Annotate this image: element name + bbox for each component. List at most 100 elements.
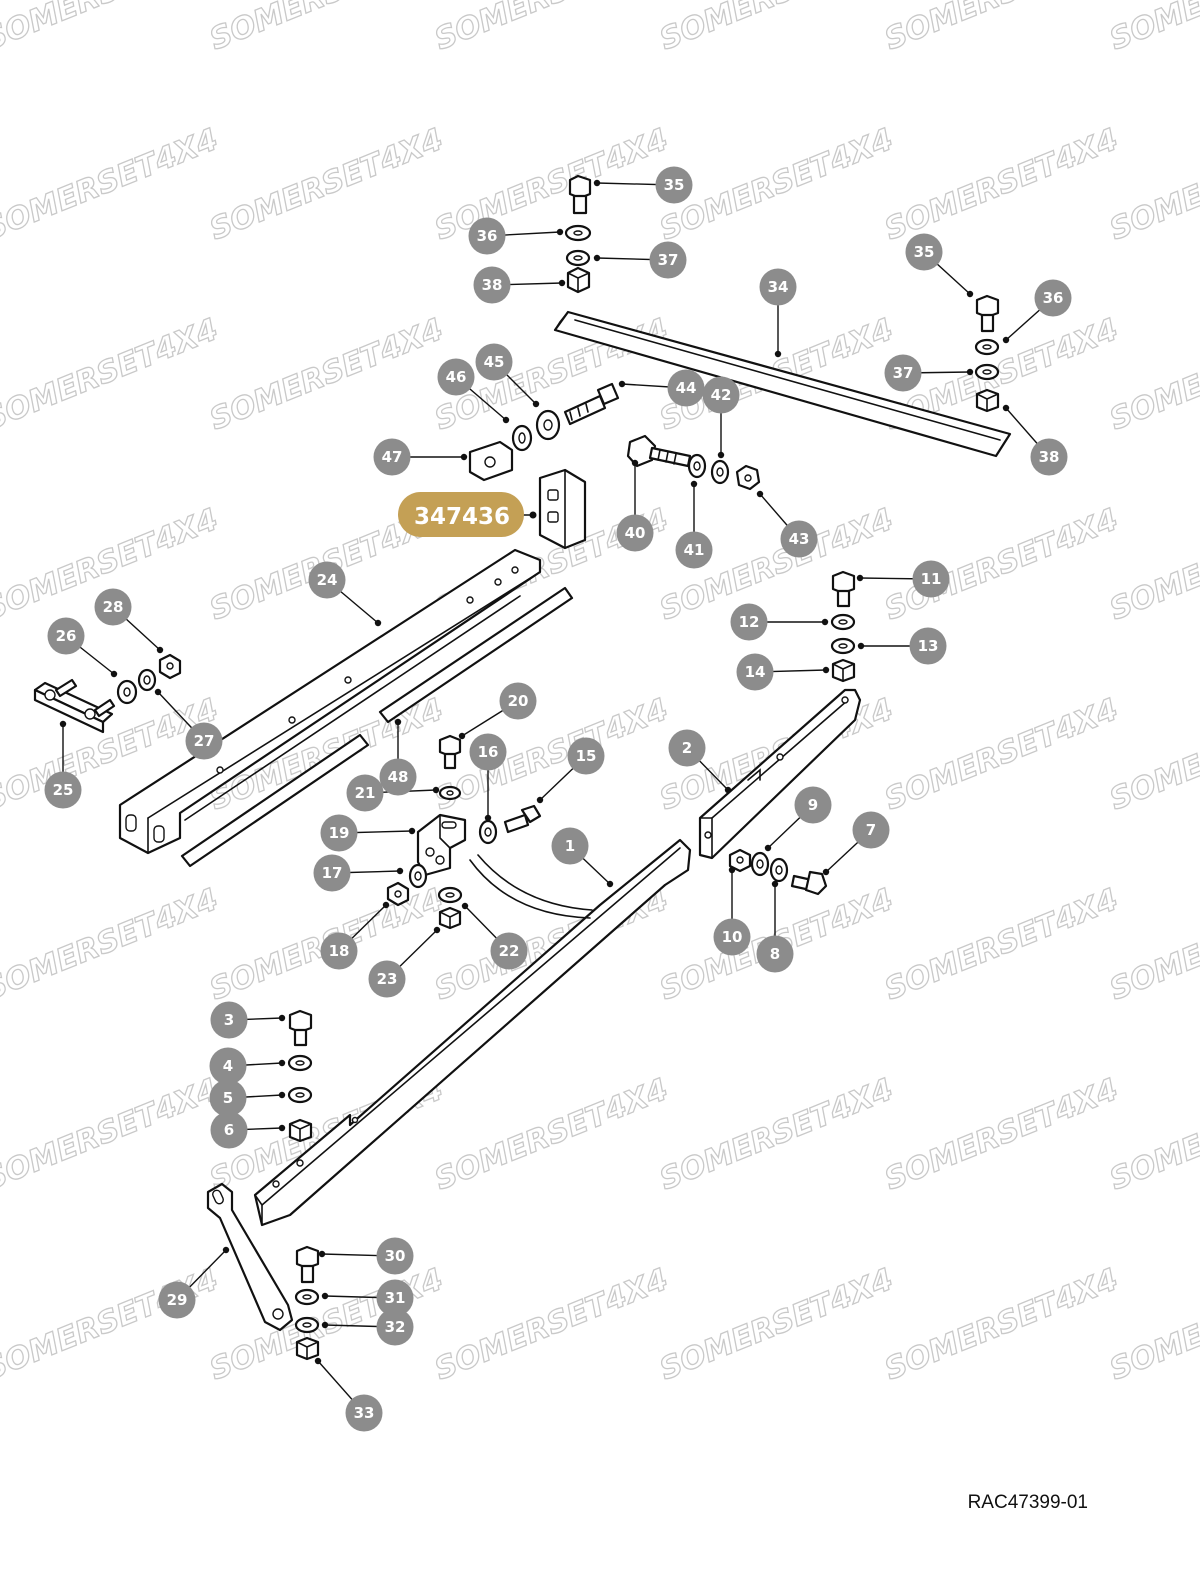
callout-28[interactable]: 28 <box>94 588 132 626</box>
watermark-text: SOMERSET4X4 <box>205 0 448 57</box>
callout-42[interactable]: 42 <box>702 376 740 414</box>
part-frame-rail-24 <box>118 548 542 855</box>
callout-number: 15 <box>576 747 597 765</box>
part-washer-26 <box>116 679 138 705</box>
callout-38[interactable]: 38 <box>473 266 511 304</box>
callout-40[interactable]: 40 <box>616 514 654 552</box>
callout-5[interactable]: 5 <box>209 1079 247 1117</box>
part-bolt-30 <box>295 1245 320 1284</box>
callout-27[interactable]: 27 <box>185 722 223 760</box>
callout-number: 28 <box>103 598 124 616</box>
highlighted-part-callout[interactable]: 347436 <box>398 492 537 537</box>
part-washer-42 <box>710 459 730 485</box>
callout-26[interactable]: 26 <box>47 617 85 655</box>
callout-31[interactable]: 31 <box>376 1279 414 1317</box>
callout-12[interactable]: 12 <box>730 603 768 641</box>
part-washer-46 <box>511 424 533 452</box>
callout-10[interactable]: 10 <box>713 918 751 956</box>
callout-19[interactable]: 19 <box>320 814 358 852</box>
callout-45[interactable]: 45 <box>475 343 513 381</box>
part-nut-14 <box>831 658 856 683</box>
callout-number: 41 <box>684 541 705 559</box>
callout-36[interactable]: 36 <box>468 217 506 255</box>
callout-number: 38 <box>1039 448 1060 466</box>
leader-anchor-dot <box>314 1357 322 1365</box>
callout-11[interactable]: 11 <box>912 560 950 598</box>
leader-anchor-dot <box>321 1292 329 1300</box>
callout-number: 26 <box>56 627 77 645</box>
callout-number: 10 <box>722 928 743 946</box>
callout-21[interactable]: 21 <box>346 774 384 812</box>
callout-number: 45 <box>484 353 505 371</box>
callout-20[interactable]: 20 <box>499 682 537 720</box>
callout-35[interactable]: 35 <box>905 233 943 271</box>
leader-anchor-dot <box>717 451 725 459</box>
watermark-layer: SOMERSET4X4SOMERSET4X4SOMERSET4X4SOMERSE… <box>0 0 1200 1388</box>
callout-3[interactable]: 3 <box>210 1001 248 1039</box>
leader-anchor-dot <box>618 380 626 388</box>
callout-34[interactable]: 34 <box>759 268 797 306</box>
callout-44[interactable]: 44 <box>667 369 705 407</box>
part-strut-29 <box>206 1182 294 1332</box>
part-nut-18 <box>386 881 410 907</box>
watermark-text: SOMERSET4X4 <box>1105 502 1200 627</box>
callout-47[interactable]: 47 <box>373 438 411 476</box>
leader-anchor-dot <box>432 786 440 794</box>
callout-23[interactable]: 23 <box>368 960 406 998</box>
callout-2[interactable]: 2 <box>668 729 706 767</box>
callout-46[interactable]: 46 <box>437 358 475 396</box>
part-washer-17 <box>408 863 428 889</box>
watermark-text: SOMERSET4X4 <box>655 1262 898 1387</box>
callout-18[interactable]: 18 <box>320 932 358 970</box>
callout-22[interactable]: 22 <box>490 932 528 970</box>
callout-33[interactable]: 33 <box>345 1394 383 1432</box>
callout-1[interactable]: 1 <box>551 827 589 865</box>
callout-14[interactable]: 14 <box>736 653 774 691</box>
leader-anchor-dot <box>556 228 564 236</box>
callout-number: 11 <box>921 570 942 588</box>
callout-circle <box>884 354 922 392</box>
callout-36[interactable]: 36 <box>1034 279 1072 317</box>
watermark-text: SOMERSET4X4 <box>0 0 223 57</box>
callout-13[interactable]: 13 <box>909 627 947 665</box>
watermark-text: SOMERSET4X4 <box>655 1072 898 1197</box>
part-crossbar-34 <box>553 310 1012 458</box>
callout-32[interactable]: 32 <box>376 1308 414 1346</box>
callout-37[interactable]: 37 <box>884 354 922 392</box>
callout-circle <box>158 1281 196 1319</box>
part-bolt-35-right <box>975 294 1000 333</box>
callout-30[interactable]: 30 <box>376 1237 414 1275</box>
callout-circle <box>702 376 740 414</box>
watermark-text: SOMERSET4X4 <box>1105 312 1200 437</box>
callout-29[interactable]: 29 <box>158 1281 196 1319</box>
callout-circle <box>759 268 797 306</box>
leader-anchor-dot <box>966 290 974 298</box>
callout-25[interactable]: 25 <box>44 771 82 809</box>
callout-35[interactable]: 35 <box>655 166 693 204</box>
callout-6[interactable]: 6 <box>210 1111 248 1149</box>
leader-anchor-dot <box>856 574 864 582</box>
leader-anchor-dot <box>821 618 829 626</box>
callout-9[interactable]: 9 <box>794 786 832 824</box>
callout-4[interactable]: 4 <box>209 1047 247 1085</box>
callout-8[interactable]: 8 <box>756 935 794 973</box>
leader-anchor-dot <box>774 350 782 358</box>
callout-15[interactable]: 15 <box>567 737 605 775</box>
watermark-text: SOMERSET4X4 <box>880 882 1123 1007</box>
callout-37[interactable]: 37 <box>649 241 687 279</box>
part-washer-12 <box>830 613 856 631</box>
callout-number: 14 <box>745 663 766 681</box>
callout-17[interactable]: 17 <box>313 854 351 892</box>
callout-43[interactable]: 43 <box>780 520 818 558</box>
callout-48[interactable]: 48 <box>379 758 417 796</box>
callout-41[interactable]: 41 <box>675 531 713 569</box>
callout-7[interactable]: 7 <box>852 811 890 849</box>
part-side-rail-1 <box>253 838 692 1227</box>
leader-anchor-dot <box>278 1014 286 1022</box>
callout-24[interactable]: 24 <box>308 561 346 599</box>
callout-circle <box>649 241 687 279</box>
callout-38[interactable]: 38 <box>1030 438 1068 476</box>
callout-16[interactable]: 16 <box>469 733 507 771</box>
